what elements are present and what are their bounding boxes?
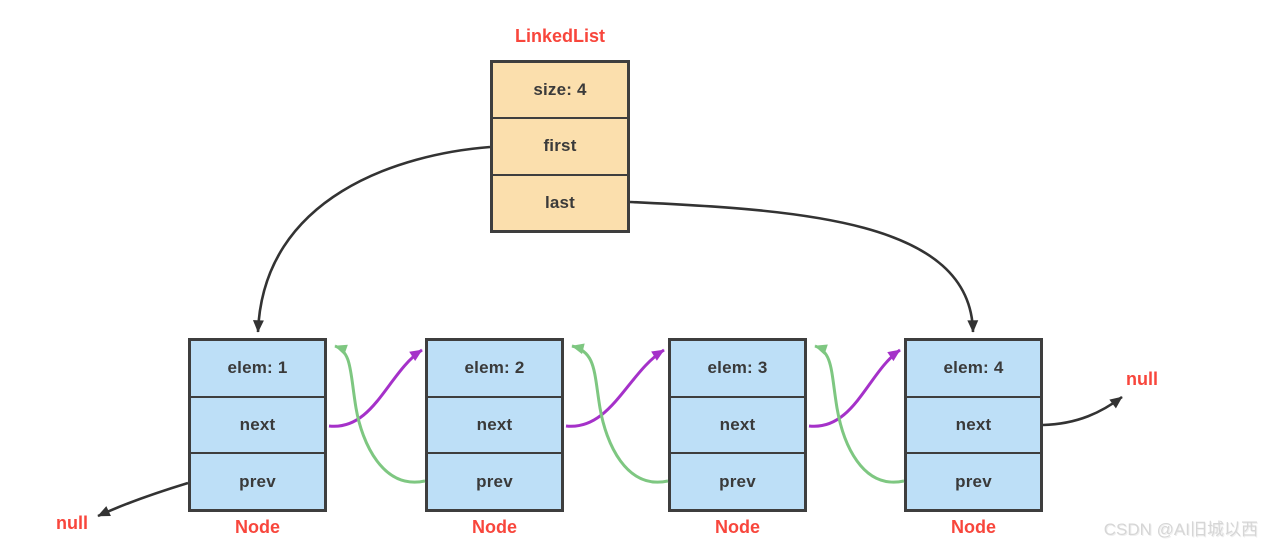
node2-caption: Node [472,517,517,537]
node1-next-cell: next [191,395,324,453]
linkedlist-box: size: 4 first last [490,60,630,233]
node1-elem-cell: elem: 1 [227,358,288,378]
node2-prev-cell: prev [428,452,561,509]
node3-elem-cell: elem: 3 [707,358,768,378]
null-label-right: null [1126,369,1158,389]
node3-next-cell: next [671,395,804,453]
node4-next-cell: next [907,395,1040,453]
linkedlist-first-cell: first [493,117,627,173]
node3-prev-cell: prev [671,452,804,509]
last-pointer-arrow [629,200,979,333]
prev-arrow-node4-node3 [814,344,905,484]
csdn-watermark: CSDN @AI旧城以西 [1103,520,1258,539]
prev-null-arrow [97,481,189,518]
node4-prev-cell: prev [907,452,1040,509]
next-arrow-node1-node2 [328,348,423,428]
node4-caption: Node [951,517,996,537]
node2-elem-cell: elem: 2 [464,358,525,378]
next-null-arrow [1042,395,1123,427]
linkedlist-size-cell: size: 4 [533,80,587,100]
node-box-3: elem: 3 next prev [668,338,807,512]
prev-arrow-node3-node2 [571,343,669,484]
node4-elem-cell: elem: 4 [943,358,1004,378]
linkedlist-last-cell: last [493,173,627,230]
prev-arrow-node2-node1 [334,344,426,484]
next-arrow-node3-node4 [808,348,901,428]
node3-caption: Node [715,517,760,537]
node-box-1: elem: 1 next prev [188,338,327,512]
first-pointer-arrow [252,145,491,333]
null-label-left: null [56,513,88,533]
diagram-title: LinkedList [514,26,605,46]
node-box-2: elem: 2 next prev [425,338,564,512]
next-arrow-node2-node3 [565,348,665,428]
node-box-4: elem: 4 next prev [904,338,1043,512]
node1-prev-cell: prev [191,452,324,509]
node2-next-cell: next [428,395,561,453]
node1-caption: Node [235,517,280,537]
